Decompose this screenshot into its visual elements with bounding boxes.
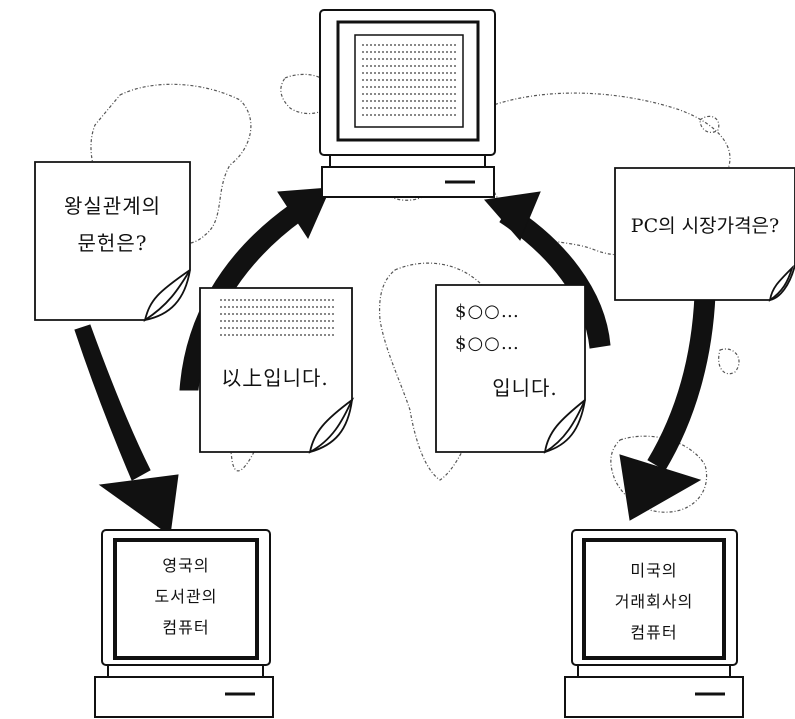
reply-left-text-lines (220, 299, 335, 336)
arrow-left-down-head (98, 474, 179, 536)
computer-left (94, 529, 274, 718)
computer-left-line-1: 영국의 (162, 556, 210, 575)
computer-top (319, 9, 496, 198)
reply-right-shape (435, 284, 586, 454)
computer-left-line-3: 컴퓨터 (162, 618, 210, 637)
doc-left-line-2: 문헌은? (77, 231, 148, 255)
reply-left-text: 以上입니다. (221, 366, 329, 390)
arrow-right-down-outer-shaft (647, 294, 716, 471)
doc-right-line-1: PC의 시장가격은? (630, 215, 780, 237)
arrow-right-down-head (484, 191, 541, 241)
doc-left-text: 왕실관계의 문헌은? (40, 188, 185, 262)
arrow-left-down-shaft (74, 324, 151, 481)
reply-left-shape (199, 287, 355, 454)
doc-left-line-1: 왕실관계의 (64, 194, 161, 218)
computer-right-line-3: 컴퓨터 (630, 623, 678, 642)
price-line-1: $○○… (455, 301, 520, 322)
computer-right (564, 529, 744, 718)
computer-left-line-2: 도서관의 (154, 587, 218, 606)
computer-left-screen-text: 영국의 도서관의 컴퓨터 (122, 550, 250, 643)
arrow-left-up-head (277, 187, 331, 240)
reply-right-text: 입니다. (492, 376, 558, 400)
doc-left-shape (34, 161, 191, 323)
computer-right-screen-text: 미국의 거래회사의 컴퓨터 (590, 555, 718, 648)
price-line-2: $○○… (455, 333, 520, 354)
computer-right-line-2: 거래회사의 (614, 592, 694, 611)
reply-right-prices: $○○… $○○… (455, 296, 565, 360)
doc-right-text: PC의 시장가격은? (615, 208, 795, 245)
arrow-right-down-outer-head (619, 454, 702, 521)
computer-right-line-1: 미국의 (630, 561, 678, 580)
